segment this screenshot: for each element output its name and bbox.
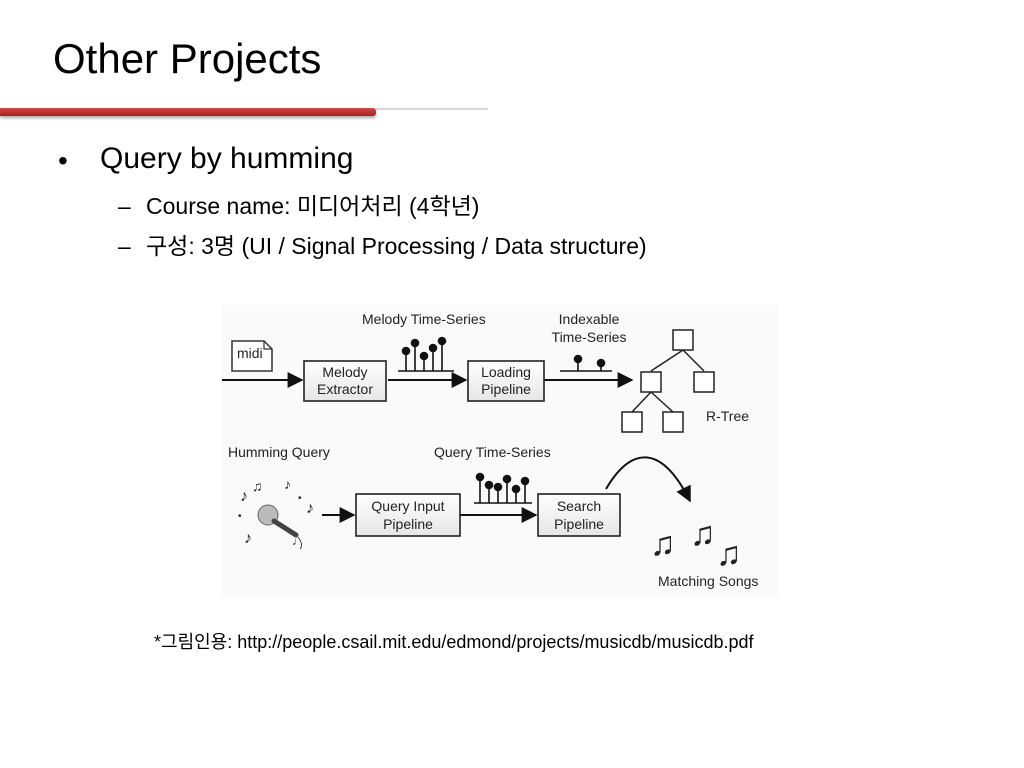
search-pipeline-label-1: Search — [557, 498, 601, 514]
qbh-architecture-diagram: midi Melody Extractor Loading Pipeline M… — [222, 305, 778, 597]
image-citation: *그림인용: http://people.csail.mit.edu/edmon… — [154, 632, 754, 652]
svg-text:♩: ♩ — [292, 534, 304, 548]
query-input-pipeline-box: Query Input Pipeline — [355, 493, 461, 537]
loading-pipeline-label-2: Pipeline — [481, 381, 531, 397]
svg-text:♪: ♪ — [244, 530, 252, 547]
midi-label: midi — [237, 345, 263, 361]
sub-dash-2: – — [118, 233, 131, 259]
matching-songs-label: Matching Songs — [658, 573, 758, 589]
indexable-label-2: Time-Series — [552, 329, 627, 345]
svg-text:•: • — [238, 511, 242, 522]
indexable-time-series-glyph — [560, 354, 612, 372]
search-pipeline-box: Search Pipeline — [537, 493, 621, 537]
svg-text:♫: ♫ — [650, 525, 676, 563]
humming-notes-icon: ♪ ♫ ♪ ♪ ♪ ♩ • • — [238, 476, 314, 548]
svg-text:♫: ♫ — [252, 478, 263, 494]
svg-text:•: • — [298, 493, 302, 504]
midi-file-icon: midi — [231, 340, 273, 372]
query-input-label-1: Query Input — [371, 498, 444, 514]
melody-extractor-label-1: Melody — [322, 364, 367, 380]
title-underline-red — [0, 108, 376, 116]
loading-pipeline-label-1: Loading — [481, 364, 531, 380]
svg-text:♪: ♪ — [240, 488, 248, 505]
melody-extractor-box: Melody Extractor — [303, 360, 387, 402]
loading-pipeline-box: Loading Pipeline — [467, 360, 545, 402]
bullet-query-by-humming: Query by humming — [100, 142, 354, 175]
slide-title: Other Projects — [53, 35, 322, 82]
svg-text:♫: ♫ — [716, 535, 742, 573]
bullet-dot: • — [58, 145, 68, 176]
query-time-series-label: Query Time-Series — [434, 444, 551, 460]
svg-text:♫: ♫ — [690, 515, 716, 553]
title-underline-grey — [376, 108, 488, 110]
sub-dash-1: – — [118, 193, 131, 219]
query-time-series-glyph — [474, 472, 532, 504]
matching-songs-notes-icon: ♫ ♫ ♫ — [650, 515, 742, 573]
r-tree-label: R-Tree — [706, 408, 749, 424]
r-tree-glyph — [621, 329, 715, 433]
melody-time-series-glyph — [398, 336, 454, 372]
svg-text:♪: ♪ — [306, 500, 314, 517]
sub-item-composition: 구성: 3명 (UI / Signal Processing / Data st… — [146, 233, 647, 259]
microphone-icon — [257, 504, 303, 550]
query-input-label-2: Pipeline — [383, 516, 433, 532]
humming-query-label: Humming Query — [228, 444, 330, 460]
melody-time-series-label: Melody Time-Series — [362, 311, 486, 327]
svg-text:♪: ♪ — [284, 476, 291, 492]
sub-item-course-name: Course name: 미디어처리 (4학년) — [146, 193, 480, 219]
melody-extractor-label-2: Extractor — [317, 381, 373, 397]
search-pipeline-label-2: Pipeline — [554, 516, 604, 532]
indexable-label-1: Indexable — [559, 311, 620, 327]
